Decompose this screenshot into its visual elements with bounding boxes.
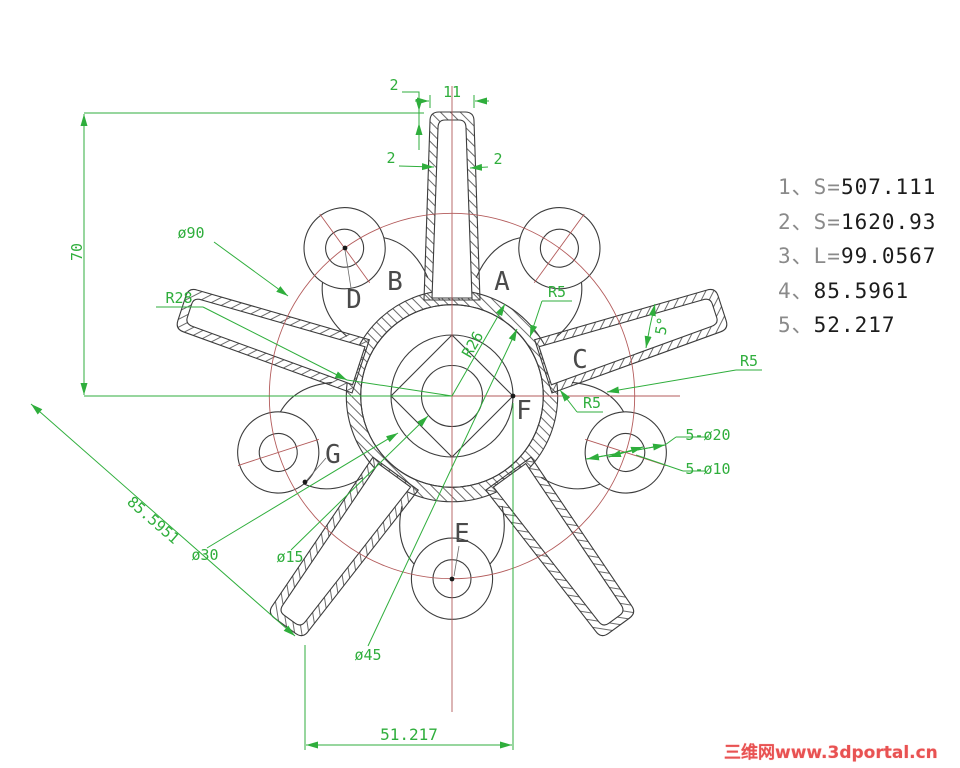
dim-5-o10: [607, 446, 705, 472]
dim-text-o15: ø15: [276, 548, 303, 566]
answer-item-5: 5、52.217: [778, 308, 958, 343]
dim-85-5951: [30, 403, 296, 637]
dim-text-85-5951: 85.5951: [124, 493, 184, 548]
answer-item-4: 4、85.5961: [778, 274, 958, 309]
point-labels: A B C D E F G: [325, 267, 588, 549]
point-markers: [302, 245, 516, 582]
dim-text-r5-a: R5: [548, 283, 566, 301]
answer-value: 85.5961: [813, 278, 910, 303]
dim-text-o45: ø45: [354, 646, 381, 664]
point-dot-g: [302, 479, 308, 485]
dim-text-r5-b: R5: [740, 352, 758, 370]
dim-text-r28: R28: [165, 289, 192, 307]
dim-text-70: 70: [68, 243, 86, 261]
answer-symbol: L=: [813, 244, 841, 268]
dim-r5-a: [529, 300, 572, 338]
answer-item-2: 2、S=1620.93: [778, 205, 958, 240]
dim-text-o30: ø30: [191, 546, 218, 564]
answer-symbol: S=: [813, 175, 841, 199]
dim-o45-leader: [367, 328, 518, 647]
answer-value: 507.111: [840, 175, 937, 199]
dim-text-2-top: 2: [389, 76, 398, 94]
point-dot-f: [510, 393, 516, 399]
dimension-texts: 2 11 2 2 70 ø90 R28 85.5951 ø30 ø15 ø45 …: [68, 76, 758, 744]
dim-2-right-leader: [469, 163, 489, 171]
answer-value: 1620.93: [840, 209, 937, 234]
dim-text-5-o20: 5-ø20: [685, 426, 730, 444]
dim-r5-b: [606, 369, 762, 394]
dim-text-2-right: 2: [493, 150, 502, 168]
answer-list: 1、S=507.111 2、S=1620.93 3、L=99.0567 4、85…: [778, 170, 958, 343]
dim-text-5-o10: 5-ø10: [685, 460, 730, 478]
label-c: C: [572, 345, 588, 375]
dim-o15-leader: [290, 415, 429, 551]
dim-r28-leader: [156, 306, 453, 397]
dim-text-2-left: 2: [386, 149, 395, 167]
dimensions: [30, 91, 762, 750]
answer-prefix: 1、: [778, 175, 814, 199]
dim-2-left-leader: [398, 163, 435, 171]
label-d: D: [346, 285, 362, 315]
dim-5deg: [644, 303, 656, 349]
dim-o30-leader: [206, 432, 399, 549]
dim-text-o90: ø90: [177, 224, 204, 242]
watermark: 三维网www.3dportal.cn: [724, 743, 938, 763]
answer-prefix: 3、: [778, 244, 814, 268]
point-dot-e: [449, 576, 455, 582]
answer-symbol: S=: [813, 209, 841, 234]
answer-item-3: 3、L=99.0567: [778, 239, 958, 274]
answer-value: 99.0567: [840, 244, 937, 268]
label-b: B: [387, 267, 403, 297]
dim-11: [415, 95, 489, 108]
answer-prefix: 2、: [778, 209, 814, 234]
dim-70: [80, 112, 452, 397]
answer-prefix: 4、: [778, 278, 814, 303]
dim-51-217: [304, 403, 514, 750]
dim-text-11: 11: [443, 83, 461, 101]
arm-right: [533, 288, 728, 394]
point-dot-d: [342, 245, 348, 251]
label-g: G: [325, 440, 341, 470]
answer-value: 52.217: [813, 313, 896, 337]
dim-text-r5-c: R5: [583, 394, 601, 412]
dim-text-51-217: 51.217: [380, 725, 438, 744]
answer-item-1: 1、S=507.111: [778, 170, 958, 205]
dim-r5-c: [559, 389, 603, 413]
dim-r26-leader: [451, 303, 506, 397]
label-f: F: [516, 396, 532, 426]
dim-o90-leader: [213, 241, 289, 297]
dim-text-5deg: 5°: [652, 316, 673, 337]
dim-text-r26: R26: [458, 328, 487, 360]
answer-prefix: 5、: [778, 313, 814, 337]
label-a: A: [494, 267, 510, 297]
label-e: E: [454, 519, 470, 549]
